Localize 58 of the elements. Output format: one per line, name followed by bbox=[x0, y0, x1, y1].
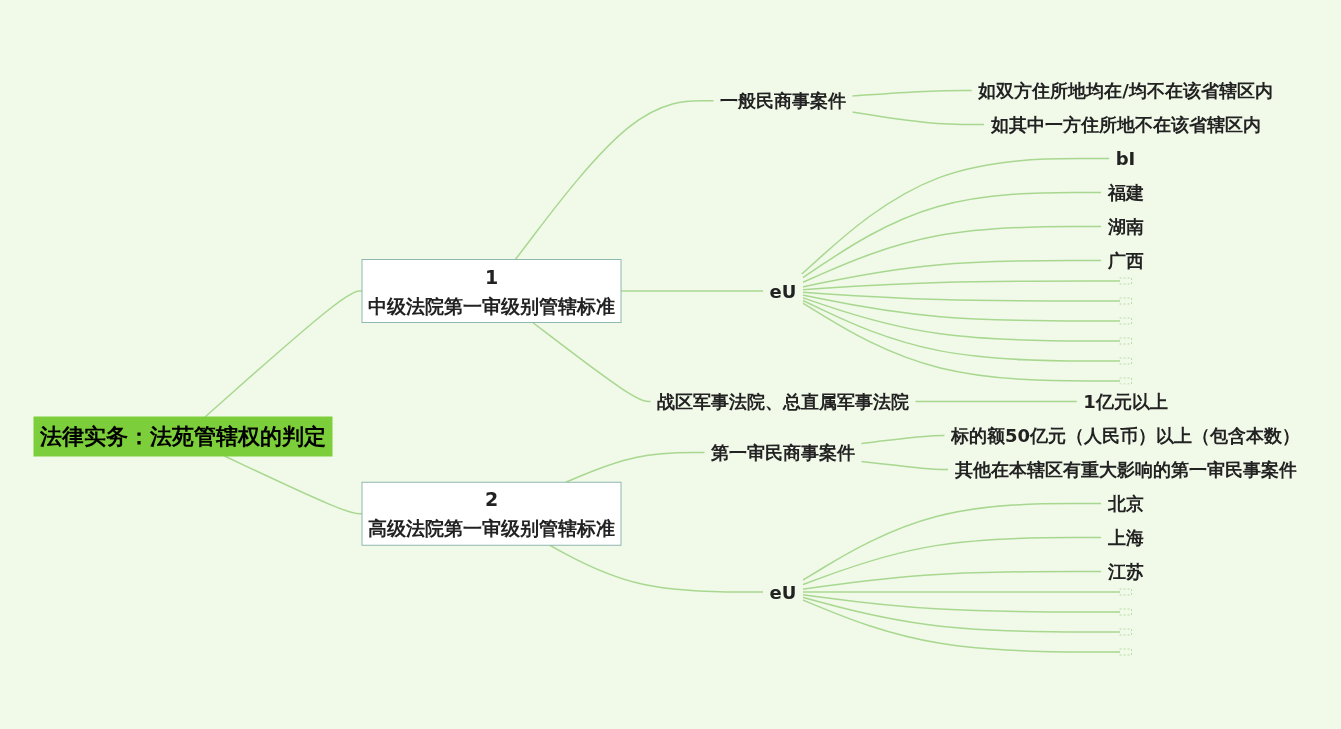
node-box bbox=[1119, 357, 1133, 365]
connector bbox=[802, 536, 1103, 586]
connector bbox=[802, 294, 1121, 322]
node-box bbox=[1119, 608, 1133, 616]
connector bbox=[802, 599, 1121, 653]
connector bbox=[802, 191, 1103, 279]
connector bbox=[549, 544, 765, 593]
node-text: 如其中一方住所地不在该省辖区内 bbox=[991, 114, 1261, 135]
node-box: 2 高级法院第一审级别管辖标准 bbox=[361, 481, 622, 546]
connector bbox=[914, 400, 1079, 403]
node-text: 湖南 bbox=[1108, 216, 1144, 237]
connector bbox=[851, 111, 986, 126]
connector bbox=[802, 596, 1121, 633]
node-text: 第一审民商事案件 bbox=[711, 442, 856, 463]
connector bbox=[224, 455, 364, 515]
connector bbox=[515, 100, 716, 261]
node-box bbox=[1119, 337, 1133, 345]
connector bbox=[565, 451, 707, 483]
connector bbox=[802, 591, 1121, 593]
connector bbox=[802, 299, 1121, 362]
connector bbox=[802, 502, 1103, 582]
connector bbox=[620, 290, 765, 292]
connector bbox=[802, 296, 1121, 342]
node-box bbox=[1119, 277, 1133, 285]
node-text: 江苏 bbox=[1108, 561, 1144, 582]
node-box: 1 中级法院第一审级别管辖标准 bbox=[361, 259, 622, 323]
connector bbox=[532, 321, 653, 403]
node-text: eU bbox=[770, 581, 797, 603]
node-text: 广西 bbox=[1108, 250, 1144, 271]
node-text: bI bbox=[1116, 148, 1136, 169]
node-text: 战区军事法院、总直属军事法院 bbox=[657, 391, 910, 412]
node-text: 上海 bbox=[1108, 527, 1144, 548]
connector bbox=[802, 302, 1121, 382]
node-text: 福建 bbox=[1108, 182, 1144, 203]
connector bbox=[204, 290, 364, 418]
node-text: 1亿元以上 bbox=[1083, 391, 1169, 412]
node-text: 如双方住所地均在/均不在该省辖区内 bbox=[978, 80, 1274, 101]
node-box bbox=[1119, 297, 1133, 305]
node-box bbox=[1119, 588, 1133, 596]
connector bbox=[860, 460, 950, 471]
connector bbox=[801, 157, 1111, 276]
node-text: 一般民商事案件 bbox=[720, 90, 847, 112]
connector bbox=[802, 280, 1121, 291]
connector bbox=[802, 593, 1121, 613]
node-text: 北京 bbox=[1108, 493, 1144, 514]
node-text: 其他在本辖区有重大影响的第一审民事案件 bbox=[955, 459, 1297, 480]
connector bbox=[802, 225, 1103, 284]
node-box bbox=[1119, 317, 1133, 325]
connector bbox=[802, 291, 1121, 302]
connector bbox=[802, 570, 1103, 591]
node-box bbox=[1119, 628, 1133, 636]
node-box bbox=[1119, 377, 1133, 385]
node-box: 法律实务：法苑管辖权的判定 bbox=[33, 416, 333, 457]
connector bbox=[851, 89, 974, 97]
node-text: 标的额50亿元（人民币）以上（包含本数） bbox=[951, 425, 1301, 446]
connector bbox=[802, 259, 1103, 288]
connector bbox=[860, 434, 947, 445]
node-box bbox=[1119, 648, 1133, 656]
